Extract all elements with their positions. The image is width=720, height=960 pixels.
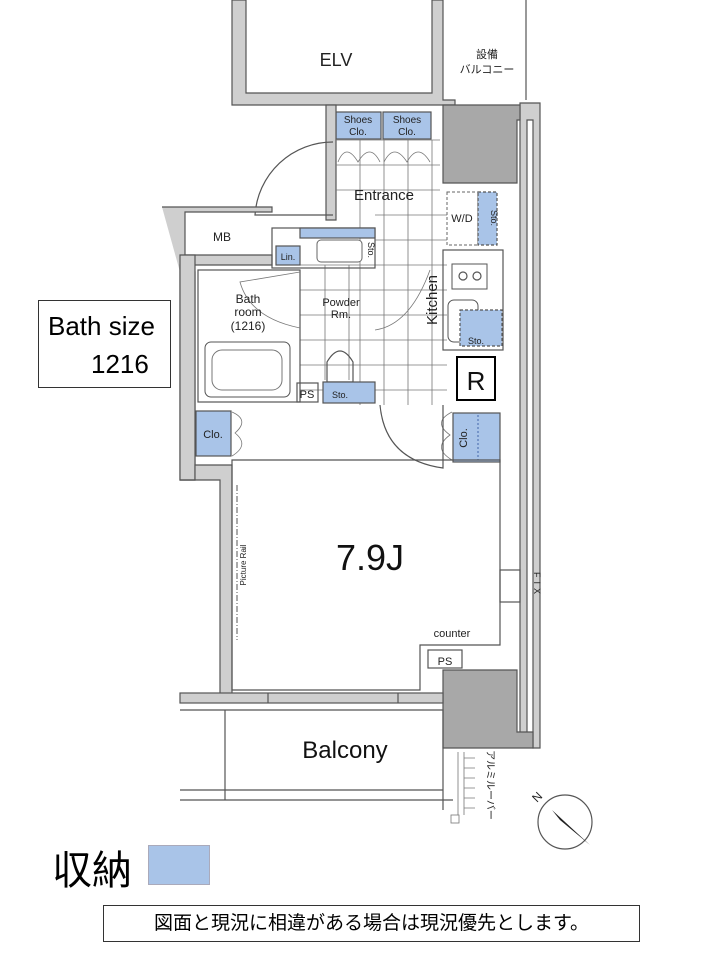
bath-door	[239, 271, 301, 329]
shoes-clo-2-line2: Clo.	[398, 127, 416, 138]
elv-label: ELV	[320, 50, 353, 70]
refrigerator-label: R	[467, 366, 486, 396]
kitchen-sto-label: Sto.	[468, 336, 484, 346]
powder-door	[374, 269, 431, 331]
washer-dryer-space	[446, 191, 479, 246]
refrigerator-space	[456, 356, 496, 401]
ps-label-1: PS	[300, 389, 315, 401]
powder-sto-label: Sto.	[366, 242, 376, 258]
bottom-storage	[322, 381, 376, 404]
storage-legend-swatch	[148, 845, 210, 885]
closet-doors	[337, 151, 431, 163]
fix-label: FIX	[532, 572, 542, 598]
north-arrow-icon	[552, 810, 590, 845]
equip-balcony-label-2: バルコニー	[460, 63, 515, 76]
shoes-closet-2	[382, 111, 432, 140]
bathtub-inner	[211, 349, 283, 391]
balcony-window	[179, 692, 444, 704]
main-room-left-wall	[180, 464, 233, 701]
clo-right-label: Clo.	[458, 428, 470, 448]
powder-storage-top	[299, 227, 376, 239]
fix-window	[499, 569, 521, 603]
powder-room-line1: Powder	[322, 297, 360, 309]
kitchen-label: Kitchen	[424, 275, 441, 325]
disclaimer: 図面と現況に相違がある場合は現況優先とします。	[103, 905, 640, 942]
powder-room-line2: Rm.	[331, 309, 351, 321]
balcony-label: Balcony	[302, 737, 387, 764]
left-wall	[179, 254, 196, 481]
bath-room-line2: room	[234, 305, 261, 319]
louver	[450, 752, 475, 824]
main-room-outline	[231, 459, 501, 691]
clo-left-label: Clo.	[203, 429, 223, 441]
entrance-label: Entrance	[354, 187, 414, 204]
counter-label: counter	[434, 628, 471, 640]
lin-label: Lin.	[281, 252, 296, 262]
bath-room-line1: Bath	[236, 292, 261, 306]
ps-box-1	[296, 382, 319, 403]
bath-size-label: Bath size	[48, 311, 155, 341]
linen-closet	[275, 245, 301, 266]
entrance-door	[254, 141, 334, 216]
kitchen-counter	[442, 249, 504, 351]
wd-sto-label: Sto.	[489, 210, 499, 226]
bathroom	[197, 269, 301, 403]
pillar-top	[442, 104, 521, 184]
bath-size-value: 1216	[91, 349, 149, 379]
main-room-label: 7.9J	[336, 537, 404, 578]
compass	[537, 794, 593, 850]
stove	[451, 263, 488, 290]
louver-label: アルミルーバー	[484, 750, 496, 820]
mb-label: MB	[213, 230, 231, 244]
storage-legend-label: 収納	[52, 848, 132, 894]
closet-left	[195, 410, 232, 457]
wd-label: W/D	[451, 213, 472, 225]
tile-grid	[300, 139, 447, 405]
balcony-outline	[180, 709, 453, 810]
entrance-left-wall	[325, 104, 337, 221]
equip-balcony-label: 設備	[476, 47, 498, 61]
bath-room-line3: (1216)	[231, 319, 266, 333]
burner-1	[458, 271, 468, 281]
toilet	[326, 350, 354, 383]
room-door	[379, 404, 444, 469]
closet-right	[452, 412, 501, 463]
shoes-clo-1-line1: Shoes	[344, 115, 372, 126]
clo-right-doors	[441, 411, 453, 461]
right-exterior-wall	[519, 102, 541, 749]
north-label: N	[529, 789, 545, 805]
bath-size-note: Bath size 1216	[38, 300, 171, 388]
vanity-sink	[316, 239, 363, 263]
ps-box-2	[427, 649, 463, 669]
bottom-sto-label: Sto.	[332, 390, 348, 400]
shoes-clo-1-line2: Clo.	[349, 127, 367, 138]
shoes-clo-2-line1: Shoes	[393, 115, 421, 126]
wd-storage	[477, 191, 498, 246]
elv-walls	[231, 0, 456, 106]
picture-rail-label: Picture Rail	[239, 544, 248, 585]
ps-label-2: PS	[438, 656, 453, 668]
clo-left-doors	[231, 411, 243, 457]
burner-2	[472, 271, 482, 281]
kitchen-storage	[459, 309, 503, 347]
